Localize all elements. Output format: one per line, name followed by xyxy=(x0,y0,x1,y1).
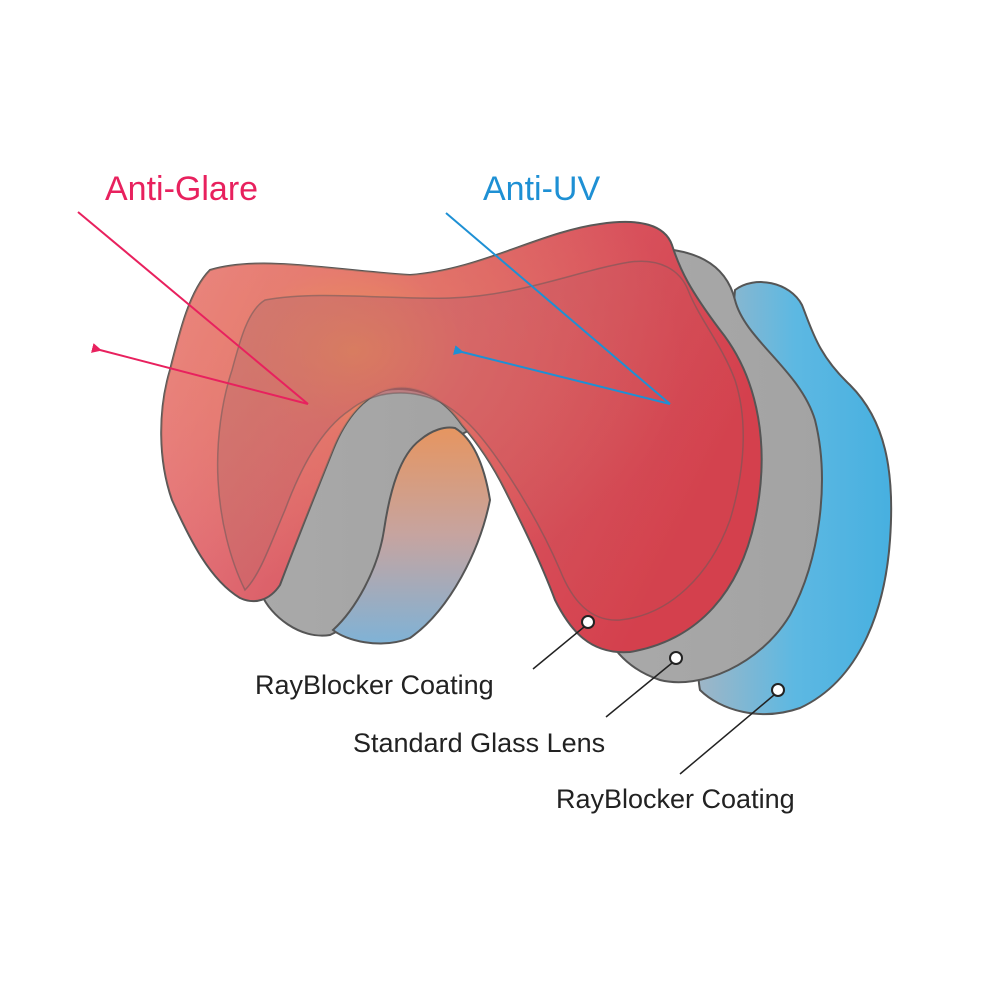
leader-line-glass-lens xyxy=(605,662,673,718)
anti-glare-label: Anti-Glare xyxy=(105,170,258,208)
bridge-coating-edge xyxy=(331,426,492,645)
anti-uv-label: Anti-UV xyxy=(483,170,600,208)
front-coating-inner-inset xyxy=(216,260,744,621)
anti-uv-reflected-arrow xyxy=(453,345,671,405)
leader-line-back-coating xyxy=(679,694,775,775)
glass-lens-label: Standard Glass Lens xyxy=(353,728,605,758)
leader-line-front-coating xyxy=(532,626,585,670)
callout-dot-back-coating xyxy=(771,683,785,697)
anti-uv-incident-line xyxy=(445,212,671,405)
anti-glare-reflected-arrow xyxy=(91,343,309,405)
front-coating-label: RayBlocker Coating xyxy=(255,670,494,700)
callout-dot-glass-lens xyxy=(669,651,683,665)
back-coating-label: RayBlocker Coating xyxy=(556,784,795,814)
anti-glare-incident-line xyxy=(77,211,309,405)
callout-dot-front-coating xyxy=(581,615,595,629)
